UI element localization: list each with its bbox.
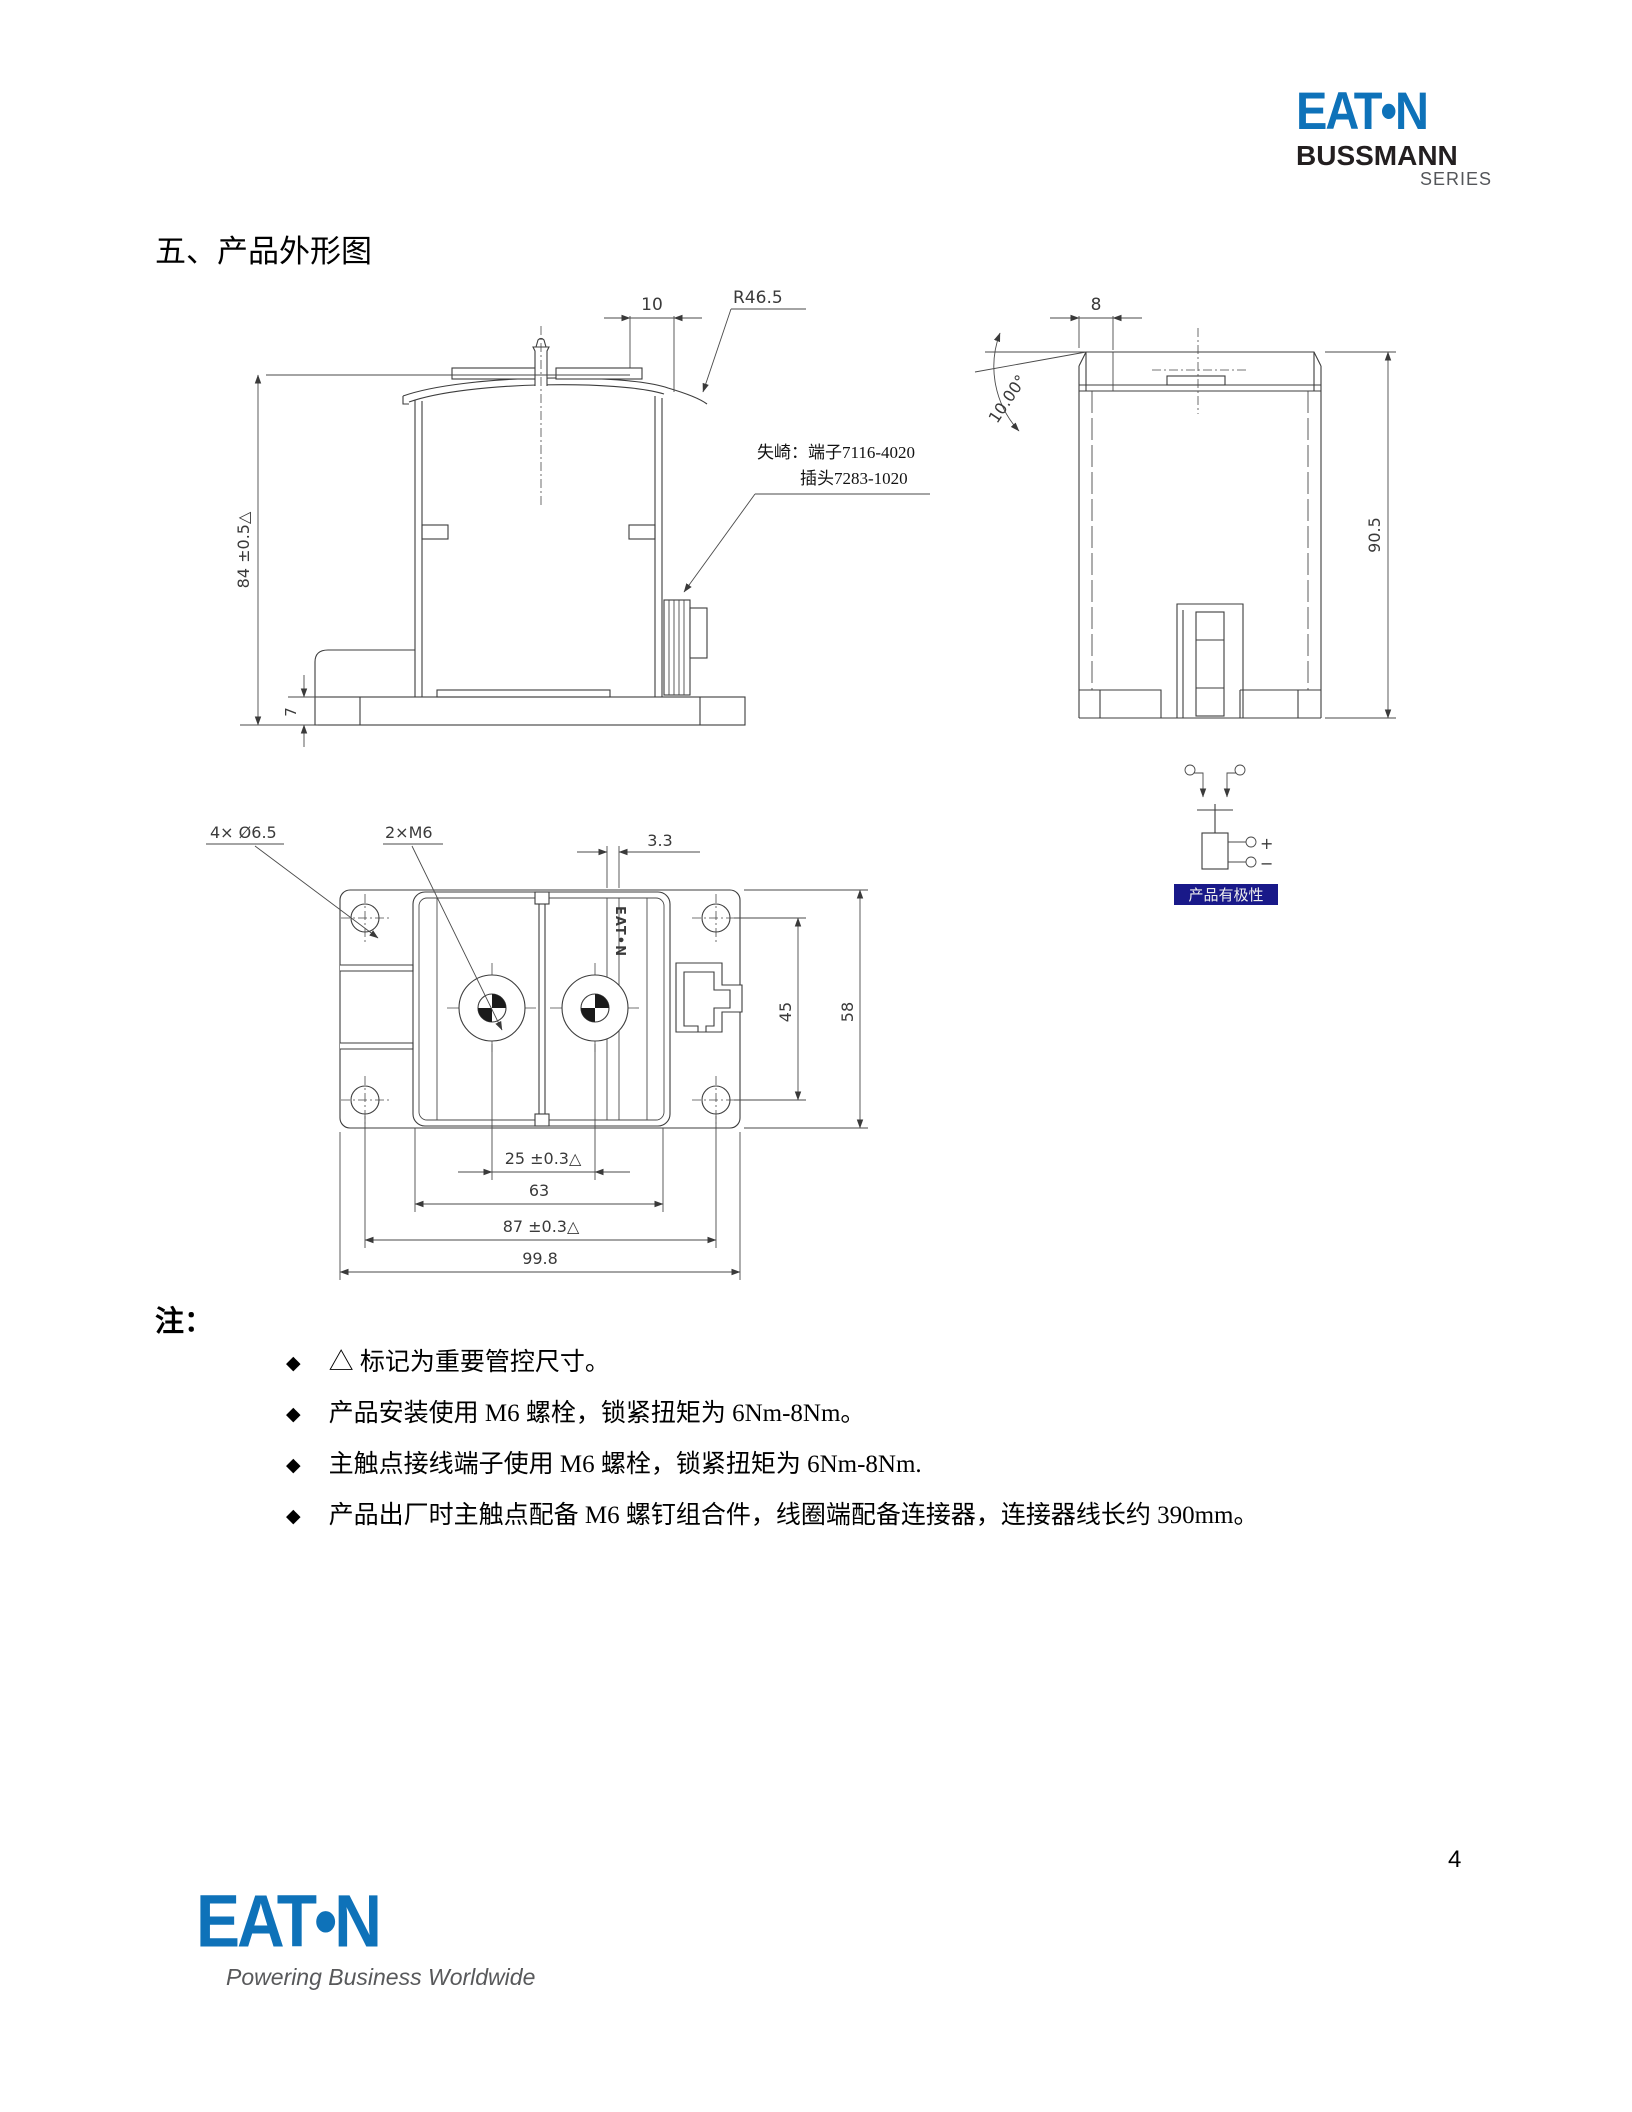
- page-number: 4: [1448, 1846, 1462, 1873]
- minus-terminal-label: −: [1260, 854, 1273, 873]
- note-text: 产品安装使用 M6 螺栓，锁紧扭矩为 6Nm-8Nm。: [328, 1400, 866, 1427]
- footer-logo: EAT•N Powering Business Worldwide: [196, 1884, 535, 1991]
- eaton-logo: EAT•N: [1296, 80, 1429, 140]
- dim-3-3: 3.3: [647, 831, 672, 850]
- polarity-highlight: [1174, 884, 1278, 905]
- dim-r46-5: R46.5: [733, 288, 783, 308]
- plus-terminal-label: +: [1260, 834, 1273, 853]
- dim-holes: 4× Ø6.5: [210, 823, 277, 842]
- diamond-bullet-icon: ◆: [286, 1505, 301, 1527]
- notes-heading: 注：: [155, 1306, 214, 1338]
- side-view-linework: [1078, 328, 1322, 719]
- dim-90-5: 90.5: [1365, 517, 1384, 553]
- dim-threads: 2×M6: [385, 823, 433, 842]
- terminal-left: [447, 963, 537, 1053]
- front-view-linework: [314, 326, 746, 726]
- note-item: ◆ 主触点接线端子使用 M6 螺栓，锁紧扭矩为 6Nm-8Nm.: [286, 1450, 1259, 1480]
- diamond-bullet-icon: ◆: [286, 1403, 301, 1425]
- side-view-dimensions: 8 10.00° 90.5: [974, 295, 1396, 719]
- page-title: 五、产品外形图: [155, 234, 372, 269]
- dim-84: 84 ±0.5△: [234, 511, 253, 588]
- notes-list: ◆ △ 标记为重要管控尺寸。 ◆ 产品安装使用 M6 螺栓，锁紧扭矩为 6Nm-…: [286, 1348, 1259, 1531]
- outline-drawing: 10 R46.5 84 ±0.5△ 7 失崎：端子7116-4020 插头728…: [206, 288, 1396, 1280]
- note-text: △ 标记为重要管控尺寸。: [328, 1349, 610, 1376]
- dim-87: 87 ±0.3△: [503, 1217, 580, 1236]
- diamond-bullet-icon: ◆: [286, 1352, 301, 1374]
- bottom-view-linework: EAT•N: [339, 889, 743, 1129]
- polarity-label: 产品有极性: [1188, 887, 1263, 904]
- dim-angle: 10.00°: [985, 371, 1031, 426]
- dim-99-8: 99.8: [522, 1249, 558, 1268]
- dim-63: 63: [529, 1181, 549, 1200]
- dim-25: 25 ±0.3△: [505, 1149, 582, 1168]
- front-view-dimensions: 10 R46.5 84 ±0.5△ 7 失崎：端子7116-4020 插头728…: [234, 288, 930, 747]
- terminal-right: [550, 963, 640, 1053]
- dim-10: 10: [641, 295, 663, 315]
- eaton-tagline: Powering Business Worldwide: [226, 1964, 536, 1990]
- bottom-view-dimensions: 4× Ø6.5 2×M6 3.3 45 58: [206, 823, 868, 1280]
- note-text: 产品出厂时主触点配备 M6 螺钉组合件，线圈端配备连接器，连接器线长约 390m…: [328, 1502, 1259, 1529]
- eaton-logo: EAT•N: [196, 1879, 382, 1963]
- connector-note-line2: 插头7283-1020: [800, 469, 908, 488]
- header-logo: EAT•N BUSSMANN SERIES: [1296, 84, 1492, 190]
- connector-note-line1: 失崎：端子7116-4020: [757, 443, 915, 462]
- polarity-schematic: + − 产品有极性: [1174, 764, 1278, 905]
- note-item: ◆ 产品安装使用 M6 螺栓，锁紧扭矩为 6Nm-8Nm。: [286, 1399, 1259, 1429]
- series-wordmark: SERIES: [1419, 169, 1492, 190]
- body-brand-mark: EAT•N: [612, 906, 627, 957]
- dim-8: 8: [1091, 295, 1102, 315]
- note-item: ◆ △ 标记为重要管控尺寸。: [286, 1348, 1259, 1378]
- bussmann-wordmark: BUSSMANN: [1296, 140, 1458, 171]
- note-item: ◆ 产品出厂时主触点配备 M6 螺钉组合件，线圈端配备连接器，连接器线长约 39…: [286, 1501, 1259, 1531]
- dim-7: 7: [282, 707, 300, 717]
- note-text: 主触点接线端子使用 M6 螺栓，锁紧扭矩为 6Nm-8Nm.: [328, 1451, 922, 1478]
- dim-45: 45: [776, 1002, 795, 1022]
- diamond-bullet-icon: ◆: [286, 1454, 301, 1476]
- dim-58: 58: [838, 1002, 857, 1022]
